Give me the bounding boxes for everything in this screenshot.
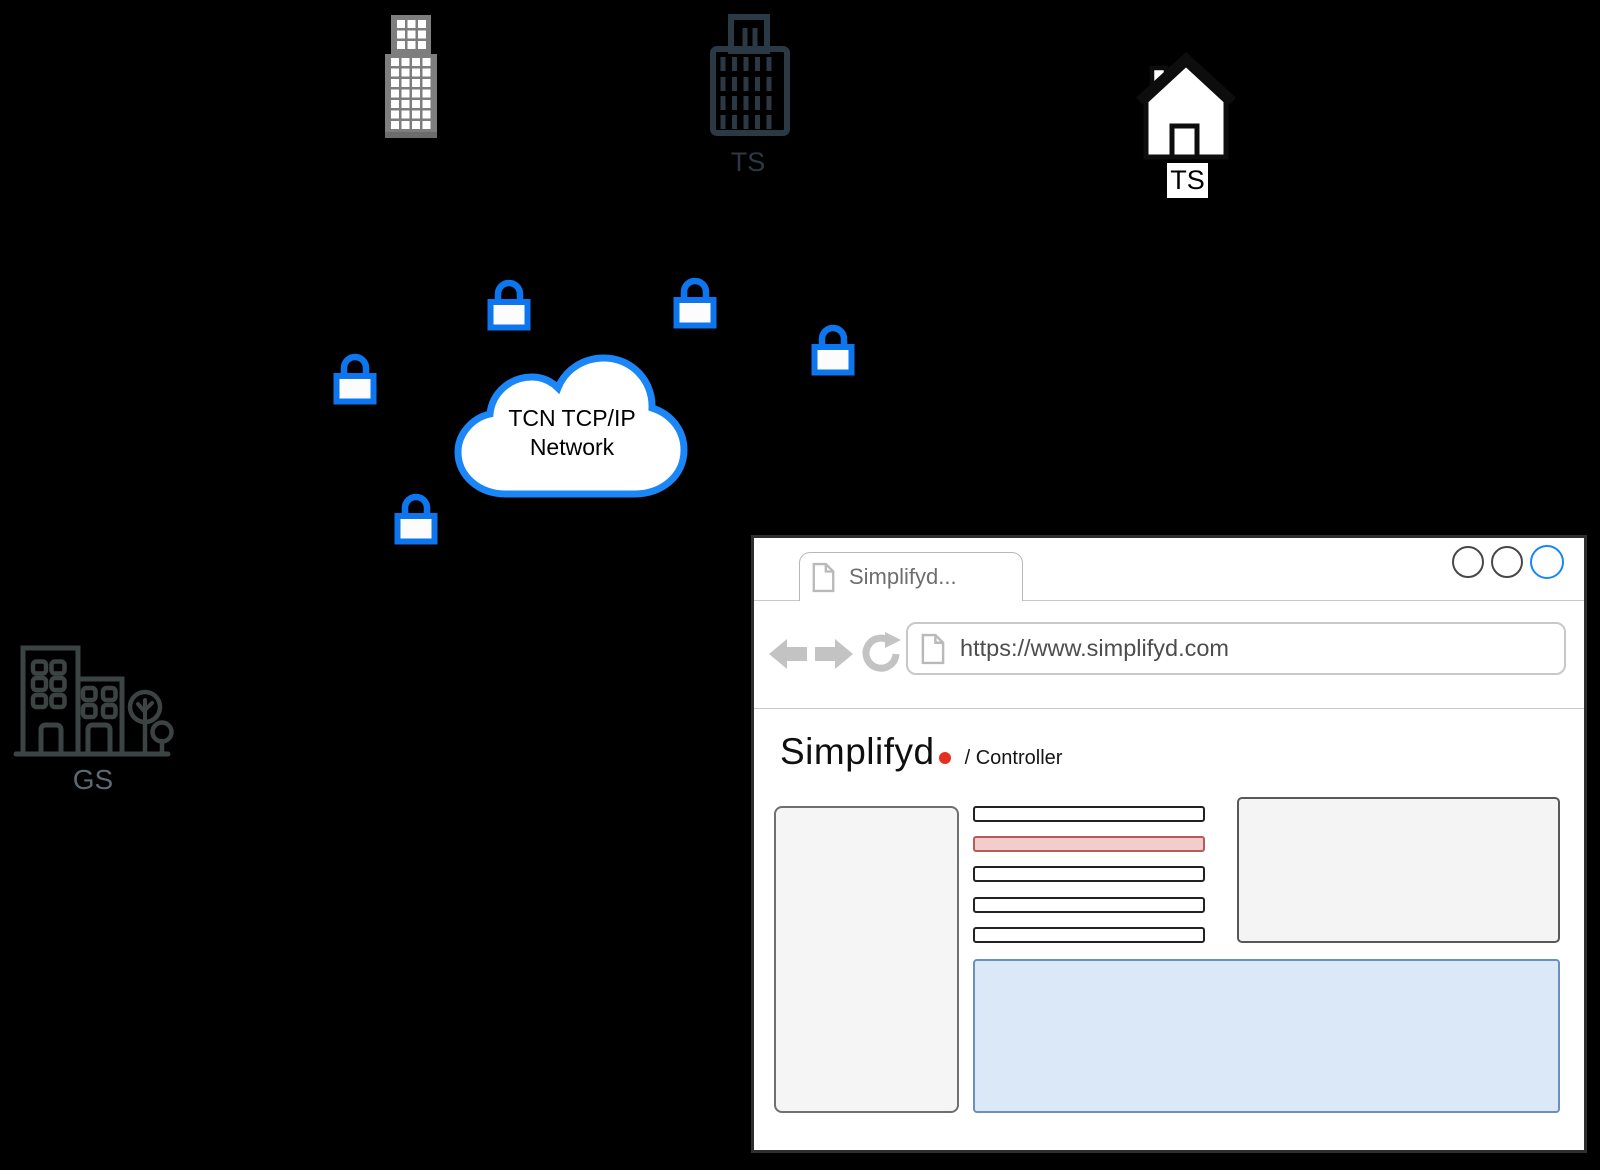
skyscraper-windows bbox=[396, 20, 426, 49]
url-text: https://www.simplifyd.com bbox=[960, 635, 1230, 661]
cloud-label: TCN TCP/IP Network bbox=[452, 404, 692, 462]
page-icon bbox=[921, 633, 945, 664]
browser-tab[interactable]: Simplifyd... bbox=[799, 552, 1023, 601]
window-control-button[interactable] bbox=[1452, 546, 1484, 578]
office-building-icon bbox=[710, 14, 790, 136]
skyscraper-top-tier bbox=[391, 15, 431, 54]
lock-icon bbox=[394, 493, 438, 545]
brand-name: Simplifyd bbox=[780, 731, 935, 772]
wireframe-nav-bar bbox=[973, 897, 1205, 913]
browser-tab-bar: Simplifyd... bbox=[754, 538, 1584, 601]
skyscraper-base bbox=[385, 132, 437, 138]
wireframe-side-panel bbox=[1237, 797, 1560, 943]
office-ts-label: TS bbox=[730, 147, 766, 177]
lock-icon bbox=[333, 353, 377, 405]
window-controls bbox=[1452, 545, 1564, 579]
house-ts-label: TS bbox=[1167, 163, 1208, 198]
brand-dot-icon bbox=[938, 752, 951, 764]
forward-icon[interactable] bbox=[814, 638, 854, 670]
wireframe-nav-bar bbox=[973, 927, 1205, 943]
browser-window: Simplifyd... bbox=[751, 535, 1587, 1153]
wireframe-nav-bar bbox=[973, 866, 1205, 882]
cloud-icon bbox=[454, 354, 688, 498]
house-icon bbox=[1135, 51, 1237, 160]
lock-icon bbox=[811, 324, 855, 376]
campus-gs-label: GS bbox=[72, 764, 114, 795]
browser-nav-bar: https://www.simplifyd.com bbox=[754, 601, 1584, 709]
campus-buildings-icon bbox=[13, 645, 174, 757]
browser-content: Simplifyd / Controller bbox=[754, 709, 1584, 1150]
wireframe-nav-bar bbox=[973, 806, 1205, 822]
wireframe-sidebar bbox=[774, 806, 959, 1113]
reload-icon[interactable] bbox=[859, 631, 903, 675]
tab-title: Simplifyd... bbox=[849, 564, 957, 589]
cloud-label-line2: Network bbox=[529, 434, 615, 460]
page-icon bbox=[812, 562, 835, 592]
back-icon[interactable] bbox=[768, 638, 808, 670]
window-control-button[interactable] bbox=[1491, 546, 1523, 578]
lock-icon bbox=[487, 279, 531, 331]
cloud-label-line1: TCN TCP/IP bbox=[508, 405, 636, 431]
skyscraper-windows bbox=[391, 57, 431, 129]
site-logo: Simplifyd / Controller bbox=[780, 731, 1062, 773]
url-bar[interactable]: https://www.simplifyd.com bbox=[906, 622, 1566, 675]
wireframe-main-panel bbox=[973, 959, 1560, 1113]
skyscraper-main-tier bbox=[385, 54, 437, 132]
skyscraper-icon bbox=[385, 15, 437, 138]
window-control-button-active[interactable] bbox=[1530, 545, 1564, 579]
lock-icon bbox=[673, 277, 717, 329]
brand-path: / Controller bbox=[964, 747, 1063, 769]
wireframe-nav-bar-active bbox=[973, 836, 1205, 852]
